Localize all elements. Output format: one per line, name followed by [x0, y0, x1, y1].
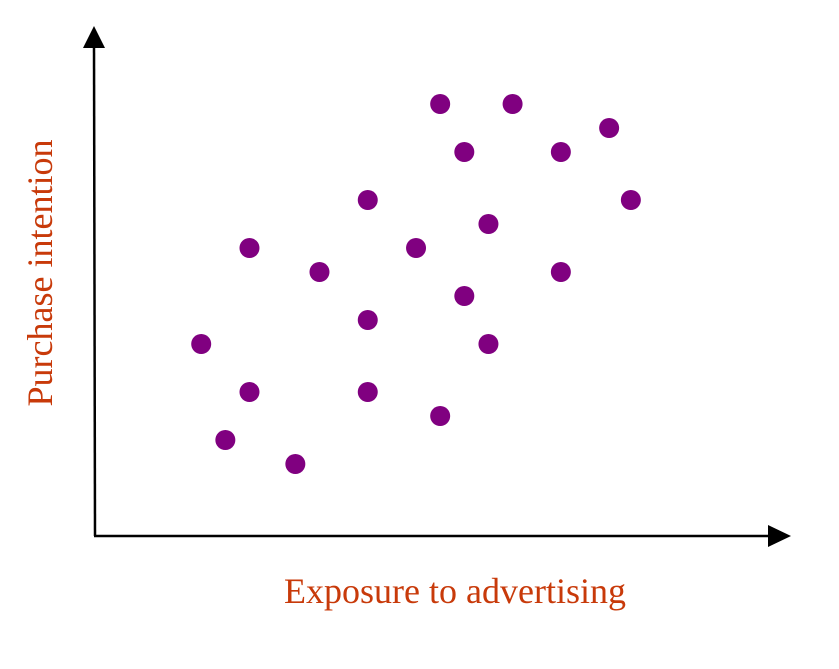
- data-point-17: [357, 382, 378, 402]
- data-point-6: [620, 190, 641, 210]
- data-point-10: [309, 262, 330, 282]
- data-point-8: [239, 238, 260, 258]
- y-axis: [92, 44, 97, 537]
- data-point-19: [215, 430, 236, 450]
- x-axis-label: Exposure to advertising: [284, 571, 626, 611]
- data-point-7: [478, 214, 499, 234]
- y-axis-label: Purchase intention: [20, 140, 60, 407]
- data-point-18: [430, 406, 451, 426]
- data-point-15: [478, 334, 499, 354]
- data-point-12: [454, 286, 475, 306]
- data-point-9: [406, 238, 427, 258]
- data-point-14: [191, 334, 212, 354]
- data-point-2: [599, 118, 620, 138]
- data-point-13: [357, 310, 378, 330]
- y-axis-arrow-icon: [83, 26, 105, 48]
- data-point-11: [550, 262, 571, 282]
- data-point-0: [430, 94, 451, 114]
- data-point-16: [239, 382, 260, 402]
- data-point-20: [285, 454, 306, 474]
- data-points: [191, 94, 641, 474]
- data-point-5: [357, 190, 378, 210]
- data-point-4: [550, 142, 571, 162]
- data-point-1: [502, 94, 523, 114]
- data-point-3: [454, 142, 475, 162]
- x-axis-arrow-icon: [768, 525, 791, 547]
